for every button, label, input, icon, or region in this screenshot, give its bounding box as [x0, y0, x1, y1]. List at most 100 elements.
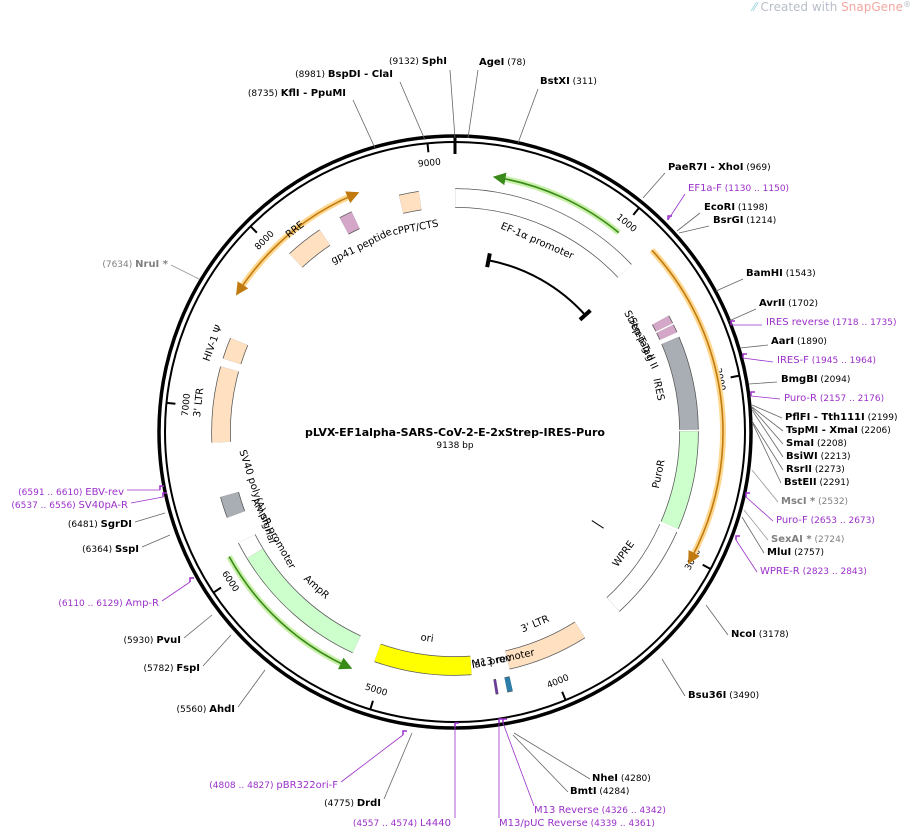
site-label: AgeI (78)	[479, 57, 526, 68]
site-name: M13 Reverse	[534, 805, 599, 816]
feature-label: 3' LTR	[519, 614, 551, 636]
site-label: (5930) PvuI	[124, 635, 181, 646]
leader-line	[750, 395, 781, 400]
leader-line	[517, 88, 539, 144]
site-position: (4808 .. 4827)	[209, 781, 276, 791]
leader-line	[742, 357, 774, 363]
leader-line	[735, 539, 758, 573]
feature-arc	[505, 622, 585, 669]
site-position: (4339 .. 4361)	[588, 819, 655, 829]
tick-label: 4000	[546, 673, 571, 691]
site-label: (8735) KflI - PpuMI	[248, 88, 346, 99]
site-name: SmaI	[786, 438, 814, 449]
site-position: (1718 .. 1735)	[829, 318, 896, 328]
site-position: (9132)	[389, 57, 422, 67]
orf-arc	[651, 249, 724, 565]
site-name: SexAI *	[771, 534, 812, 545]
site-position: (1198)	[735, 203, 768, 213]
site-name: DrdI	[357, 798, 381, 809]
leader-line	[352, 99, 376, 149]
site-name: BmgBI	[781, 374, 818, 385]
site-position: (1543)	[783, 269, 816, 279]
leader-line	[170, 264, 200, 280]
site-position: (2208)	[814, 439, 847, 449]
feature-label: gp41 peptide	[329, 227, 393, 267]
site-position: (1214)	[743, 216, 776, 226]
site-name: AvrII	[759, 298, 785, 309]
site-label: RsrII (2273)	[786, 464, 845, 475]
site-label: NheI (4280)	[592, 773, 651, 784]
feature-label: HIV-1 Ψ	[202, 324, 225, 363]
feature-arc	[289, 230, 330, 268]
leader-line	[513, 732, 591, 780]
feature-arc	[399, 191, 422, 214]
site-name: SphI	[422, 56, 447, 67]
site-position: (6364)	[82, 545, 115, 555]
site-position: (5782)	[144, 664, 177, 674]
site-name: EcoRI	[704, 202, 735, 213]
site-name: SspI	[115, 544, 139, 555]
site-name: Amp-R	[126, 598, 160, 609]
leader-line	[134, 512, 166, 523]
site-name: MluI	[767, 547, 791, 558]
site-name: WPRE-R	[760, 566, 800, 577]
site-name: BmtI	[570, 786, 597, 797]
intron-end	[578, 308, 592, 322]
feature-intron	[488, 259, 586, 316]
site-label: MscI * (2532)	[781, 496, 848, 507]
site-name: NruI *	[135, 259, 169, 270]
site-position: (8735)	[248, 89, 281, 99]
leader-line	[383, 732, 413, 800]
primer-mark-icon	[750, 391, 755, 396]
site-label: (6537 .. 6556) SV40pA-R	[11, 500, 128, 511]
site-label: M13/pUC Reverse (4339 .. 4361)	[499, 818, 655, 829]
site-name: BstEII	[784, 477, 817, 488]
primer-mark-icon	[189, 577, 194, 582]
plasmid-name: pLVX-EF1alpha-SARS-CoV-2-E-2xStrep-IRES-…	[305, 426, 605, 439]
watermark-registered: ®	[903, 0, 911, 9]
primer-mark-icon	[742, 353, 747, 358]
site-label: SmaI (2208)	[786, 438, 847, 449]
feature-arc	[656, 324, 677, 340]
feature-arc	[504, 676, 513, 692]
site-name: Puro-R	[784, 393, 817, 404]
site-position: (6537 .. 6556)	[11, 501, 78, 511]
leader-line	[512, 734, 569, 793]
primer-mark-icon	[730, 320, 735, 325]
leader-line	[676, 212, 701, 232]
feature-arc	[606, 524, 677, 612]
leader-line	[748, 381, 778, 385]
feature-arc	[652, 315, 673, 332]
leader-line	[467, 69, 479, 139]
site-label: WPRE-R (2823 .. 2843)	[760, 566, 867, 577]
site-name: FspI	[176, 663, 200, 674]
site-position: (2213)	[818, 452, 851, 462]
intron-end	[485, 252, 492, 268]
site-position: (5560)	[176, 705, 209, 715]
site-position: (2094)	[818, 375, 851, 385]
feature-label: WPRE	[611, 539, 637, 569]
site-name: EBV-rev	[85, 487, 124, 498]
site-position: (2291)	[817, 478, 850, 488]
site-position: (6110 .. 6129)	[58, 599, 125, 609]
orf-arcs	[226, 172, 726, 670]
leader-line	[642, 172, 666, 199]
site-label: NcoI (3178)	[731, 629, 789, 640]
tick-mark	[166, 401, 176, 405]
site-name: RsrII	[786, 464, 812, 475]
plasmid-length: 9138 bp	[436, 441, 473, 451]
site-position: (2653 .. 2673)	[808, 516, 875, 526]
leader-line	[751, 409, 784, 458]
leader-line	[502, 722, 535, 807]
site-name: SV40pA-R	[79, 500, 128, 511]
site-position: (7634)	[102, 260, 135, 270]
site-name: Puro-F	[776, 515, 808, 526]
label-leaders	[127, 69, 784, 818]
tick-mark	[730, 374, 740, 379]
site-name: SgrDI	[101, 519, 132, 530]
site-label: (4808 .. 4827) pBR322ori-F	[209, 780, 338, 791]
primer-mark-icon	[159, 485, 164, 490]
site-position: (78)	[504, 58, 525, 68]
site-position: (2757)	[791, 548, 824, 558]
